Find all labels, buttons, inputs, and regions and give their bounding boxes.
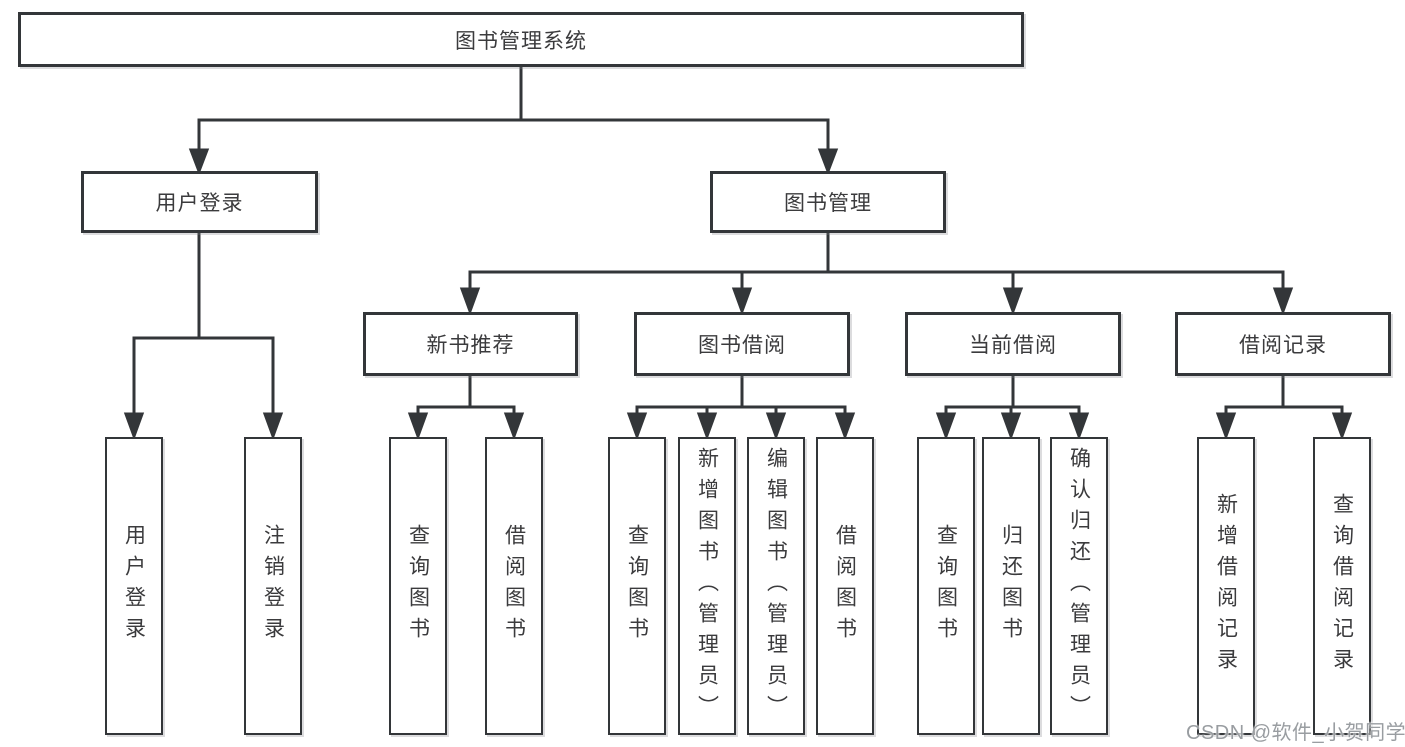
node-root-label: 图书管理系统 <box>455 29 587 53</box>
leaf-logout: 注销登录 <box>244 437 302 735</box>
node-root: 图书管理系统 <box>18 12 1024 67</box>
node-borrowing-records-label: 借阅记录 <box>1239 334 1327 357</box>
leaf-borrow-books-borrowing-label: 借阅图书 <box>833 524 857 648</box>
node-book-borrowing: 图书借阅 <box>634 312 850 376</box>
leaf-return-book-label: 归还图书 <box>999 524 1023 648</box>
leaf-logout-label: 注销登录 <box>261 524 285 648</box>
leaf-query-books-current-label: 查询图书 <box>934 524 958 648</box>
leaf-query-books-recommend-label: 查询图书 <box>406 524 430 648</box>
leaf-borrow-books-recommend-label: 借阅图书 <box>502 524 526 648</box>
node-user-login-label: 用户登录 <box>155 192 244 215</box>
leaf-add-book-admin: 新增图书（管理员） <box>678 437 736 735</box>
leaf-confirm-return-admin-label: 确认归还（管理员） <box>1067 446 1091 726</box>
node-borrowing-records: 借阅记录 <box>1175 312 1391 376</box>
watermark: CSDN @软件_小贺同学 <box>1186 722 1405 744</box>
leaf-add-borrow-record-label: 新增借阅记录 <box>1214 493 1238 679</box>
node-book-management: 图书管理 <box>710 171 946 233</box>
leaf-borrow-books-recommend: 借阅图书 <box>485 437 543 735</box>
node-new-book-recommend: 新书推荐 <box>363 312 578 376</box>
leaf-user-login: 用户登录 <box>105 437 163 735</box>
leaf-query-books-borrowing-label: 查询图书 <box>625 524 649 648</box>
node-user-login: 用户登录 <box>81 171 318 233</box>
node-book-borrowing-label: 图书借阅 <box>698 334 786 357</box>
leaf-return-book: 归还图书 <box>982 437 1040 735</box>
node-current-borrowing: 当前借阅 <box>905 312 1121 376</box>
leaf-user-login-label: 用户登录 <box>122 524 146 648</box>
leaf-borrow-books-borrowing: 借阅图书 <box>816 437 874 735</box>
node-new-book-recommend-label: 新书推荐 <box>426 334 515 357</box>
leaf-query-books-current: 查询图书 <box>917 437 975 735</box>
leaf-query-books-recommend: 查询图书 <box>389 437 447 735</box>
leaf-query-borrow-record: 查询借阅记录 <box>1313 437 1371 735</box>
leaf-edit-book-admin-label: 编辑图书（管理员） <box>764 446 788 726</box>
leaf-add-book-admin-label: 新增图书（管理员） <box>695 446 719 726</box>
leaf-confirm-return-admin: 确认归还（管理员） <box>1050 437 1108 735</box>
leaf-edit-book-admin: 编辑图书（管理员） <box>747 437 805 735</box>
leaf-query-books-borrowing: 查询图书 <box>608 437 666 735</box>
leaf-add-borrow-record: 新增借阅记录 <box>1197 437 1255 735</box>
node-current-borrowing-label: 当前借阅 <box>969 334 1057 357</box>
leaf-query-borrow-record-label: 查询借阅记录 <box>1330 493 1354 679</box>
node-book-management-label: 图书管理 <box>784 192 872 215</box>
